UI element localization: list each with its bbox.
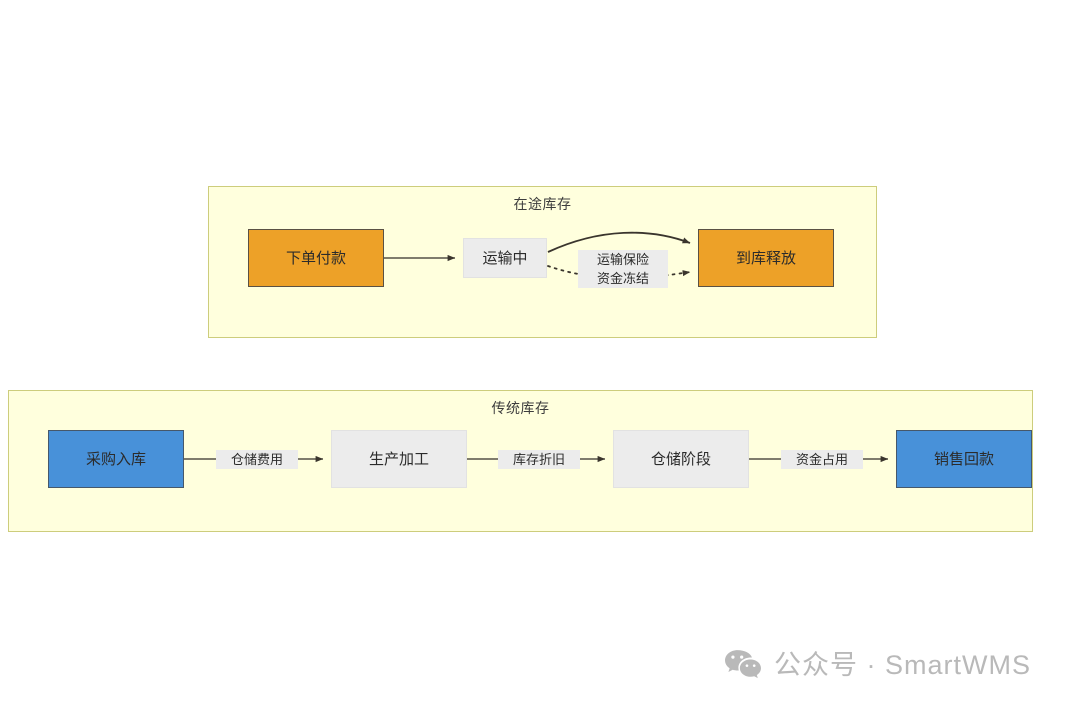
watermark: 公众号 · SmartWMS (724, 648, 1031, 682)
node-storage-stage[interactable]: 仓储阶段 (613, 430, 749, 488)
group-traditional-title: 传统库存 (491, 400, 550, 416)
wechat-icon (724, 649, 762, 681)
node-sales-collection-label: 销售回款 (933, 450, 994, 468)
edge-label-transit-insurance: 运输保险 资金冻结 (578, 250, 668, 288)
edge-label-transit-insurance-line1: 运输保险 (596, 252, 649, 267)
node-sales-collection[interactable]: 销售回款 (896, 430, 1032, 488)
group-transit-title: 在途库存 (513, 196, 572, 212)
node-in-transit[interactable]: 运输中 (463, 238, 547, 278)
node-arrival-release-label: 到库释放 (735, 249, 796, 267)
node-production-processing[interactable]: 生产加工 (331, 430, 467, 488)
node-in-transit-label: 运输中 (482, 249, 528, 267)
node-arrival-release[interactable]: 到库释放 (698, 229, 834, 287)
edge-label-transit-insurance-line2: 资金冻结 (596, 271, 649, 286)
node-purchase-inbound[interactable]: 采购入库 (48, 430, 184, 488)
node-order-payment-label: 下单付款 (285, 249, 346, 267)
node-purchase-inbound-label: 采购入库 (85, 450, 146, 468)
node-production-processing-label: 生产加工 (368, 450, 429, 468)
edge-label-capital-occupation: 资金占用 (781, 450, 863, 469)
node-storage-stage-label: 仓储阶段 (650, 450, 711, 468)
node-order-payment[interactable]: 下单付款 (248, 229, 384, 287)
edge-label-inventory-depreciation: 库存折旧 (498, 450, 580, 469)
edge-label-warehouse-fee: 仓储费用 (216, 450, 298, 469)
watermark-text: 公众号 · SmartWMS (774, 650, 1031, 680)
